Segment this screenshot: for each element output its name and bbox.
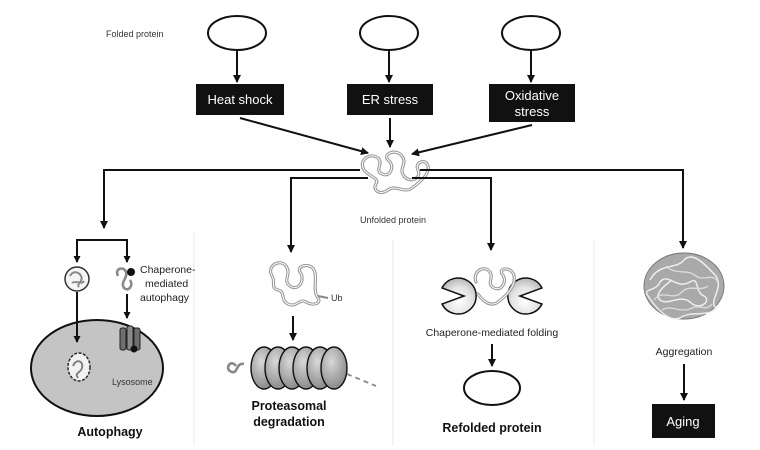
autophagy-split-left <box>73 239 104 263</box>
chaperone-refolding-icon <box>440 267 544 315</box>
proteasomal-title-line2: degradation <box>253 415 325 429</box>
branch-to-autophagy <box>100 169 360 229</box>
er-stress-label: ER stress <box>362 92 419 107</box>
proteasomal-title-line1: Proteasomal <box>251 399 326 413</box>
unfolded-protein-label: Unfolded protein <box>360 215 426 225</box>
lysosome <box>30 319 164 417</box>
autophagosome-icon <box>64 266 90 292</box>
folded-protein-3 <box>501 15 561 51</box>
autophagy-split-right <box>104 239 131 263</box>
proteasome-icon <box>226 346 377 390</box>
heat-shock-box: Heat shock <box>196 84 284 115</box>
arrow-ox-to-unfolded <box>411 124 533 157</box>
cma-label-line3: autophagy <box>140 292 190 304</box>
chaperone-bound-protein-icon <box>115 267 135 291</box>
engulfed-vesicle-icon <box>67 352 91 382</box>
branch-to-refolding <box>412 177 495 251</box>
branch-to-proteasomal <box>287 177 368 253</box>
autophagy-title: Autophagy <box>77 425 142 439</box>
cma-label-line2: mediated <box>145 278 188 290</box>
arrow-heat-to-unfolded <box>239 117 369 156</box>
folded-protein-2 <box>359 15 419 51</box>
folded-protein-1 <box>207 15 267 51</box>
oxidative-label-line1: Oxidative <box>505 88 559 103</box>
heat-shock-label: Heat shock <box>207 92 273 107</box>
cma-label-line1: Chaperone- <box>140 264 196 276</box>
aging-label: Aging <box>666 414 699 429</box>
lysosome-label: Lysosome <box>112 377 153 387</box>
aggregate-icon <box>643 252 725 320</box>
branch-to-aggregation <box>420 169 687 249</box>
oxidative-label-line2: stress <box>515 104 550 119</box>
chaperone-folding-label: Chaperone-mediated folding <box>426 327 559 339</box>
er-stress-box: ER stress <box>347 84 433 115</box>
unfolded-protein-icon <box>360 150 430 195</box>
refolded-title: Refolded protein <box>442 421 541 435</box>
aggregation-label: Aggregation <box>656 346 713 358</box>
ubiquitinated-protein-icon <box>269 261 329 307</box>
ub-label: Ub <box>331 293 343 303</box>
aging-box: Aging <box>652 404 715 438</box>
folded-protein-label: Folded protein <box>106 29 164 39</box>
refolded-protein <box>463 370 521 406</box>
lamp2a-receptor-icon <box>119 325 141 353</box>
oxidative-stress-box: Oxidative stress <box>489 84 575 122</box>
